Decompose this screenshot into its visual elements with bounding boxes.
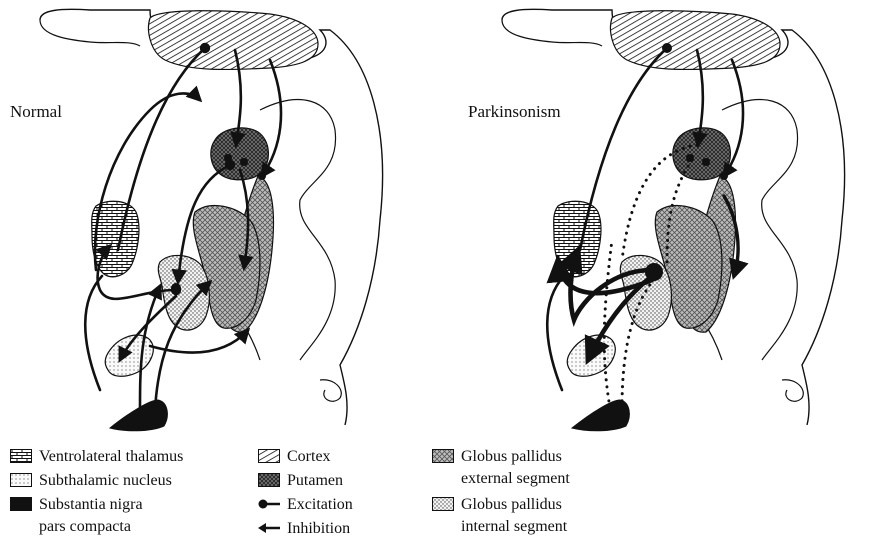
inhibition-arrow-icon bbox=[258, 521, 280, 535]
sn-swatch-icon bbox=[10, 497, 32, 511]
gpi-swatch-icon bbox=[432, 497, 454, 511]
putamen-swatch-icon bbox=[258, 473, 280, 487]
legend-label: pars compacta bbox=[39, 516, 143, 538]
normal-label: Normal bbox=[10, 102, 62, 122]
legend-cortex: Cortex bbox=[258, 446, 331, 468]
legend-label: Putamen bbox=[287, 470, 343, 492]
legend-label: Globus pallidus bbox=[461, 446, 570, 468]
legend-excitation: Excitation bbox=[258, 494, 353, 516]
legend-label: Globus pallidus bbox=[461, 494, 567, 516]
gpe-swatch-icon bbox=[432, 449, 454, 463]
legend-substantia-nigra: Substantia nigra pars compacta bbox=[10, 494, 143, 538]
legend-label: internal segment bbox=[461, 516, 567, 538]
legend-label: Cortex bbox=[287, 446, 331, 468]
legend-inhibition: Inhibition bbox=[258, 518, 350, 540]
parkinsonism-label: Parkinsonism bbox=[468, 102, 561, 122]
legend-label: Inhibition bbox=[287, 518, 350, 540]
legend-label: Substantia nigra bbox=[39, 494, 143, 516]
legend-ventrolateral-thalamus: Ventrolateral thalamus bbox=[10, 446, 183, 468]
thalamus-swatch-icon bbox=[10, 449, 32, 463]
legend-label: Excitation bbox=[287, 494, 353, 516]
legend-label: external segment bbox=[461, 468, 570, 490]
stn-swatch-icon bbox=[10, 473, 32, 487]
legend-label: Ventrolateral thalamus bbox=[39, 446, 183, 468]
legend-subthalamic-nucleus: Subthalamic nucleus bbox=[10, 470, 172, 492]
legend-gp-internal: Globus pallidus internal segment bbox=[432, 494, 567, 538]
cortex-swatch-icon bbox=[258, 449, 280, 463]
parkinsonism-panel bbox=[502, 9, 845, 430]
excitation-line-icon bbox=[258, 497, 280, 511]
legend-gp-external: Globus pallidus external segment bbox=[432, 446, 570, 490]
legend-label: Subthalamic nucleus bbox=[39, 470, 172, 492]
legend-putamen: Putamen bbox=[258, 470, 343, 492]
normal-panel bbox=[40, 9, 383, 430]
